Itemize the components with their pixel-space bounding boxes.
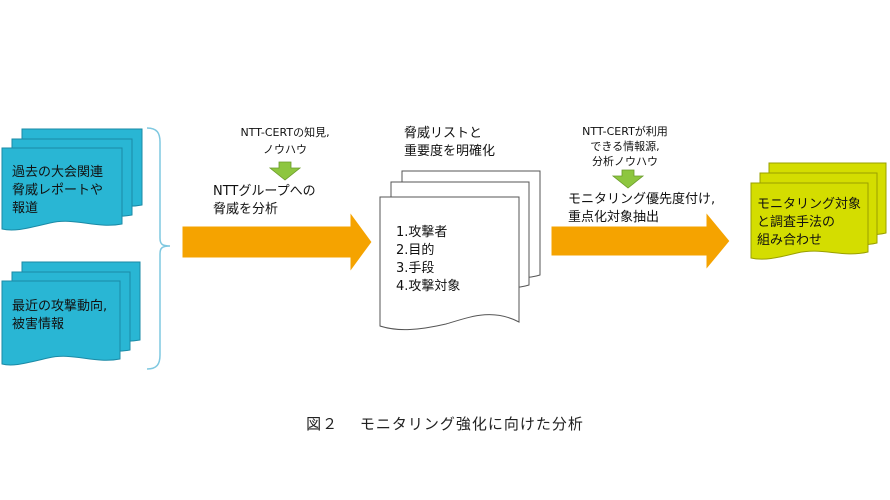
step2-input-label: NTT-CERTが利用 できる情報源, 分析ノウハウ <box>582 125 668 168</box>
source-doc-stack-1 <box>1 128 143 231</box>
step1-input-label: NTT-CERTの知見, ノウハウ <box>240 126 330 156</box>
input-arrow-2 <box>611 169 645 189</box>
step1-action-label: NTTグループへの 脅威を分析 <box>213 184 316 217</box>
figure-caption: 図２ モニタリング強化に向けた分析 <box>306 415 584 433</box>
threat-list-item: 4.攻撃対象 <box>396 279 461 294</box>
threat-list-title: 脅威リストと 重要度を明確化 <box>404 126 496 159</box>
threat-list-item: 1.攻撃者 <box>396 225 448 240</box>
threat-list-item: 2.目的 <box>396 243 435 258</box>
result-doc-stack <box>750 162 887 260</box>
threat-list-item: 3.手段 <box>396 261 435 276</box>
source-label-2: 最近の攻撃動向, 被害情報 <box>12 299 108 332</box>
threat-list-doc-stack <box>379 170 541 331</box>
process-arrow-2 <box>550 210 731 272</box>
grouping-brace <box>146 127 171 370</box>
result-label: モニタリング対象 と調査手法の 組み合わせ <box>757 197 862 248</box>
source-label-1: 過去の大会関連 脅威レポートや 報道 <box>12 165 104 216</box>
process-arrow-1 <box>181 210 373 274</box>
source-doc-stack-2 <box>1 261 141 366</box>
step2-action-label: モニタリング優先度付け, 重点化対象抽出 <box>568 192 716 225</box>
input-arrow-1 <box>268 161 302 181</box>
